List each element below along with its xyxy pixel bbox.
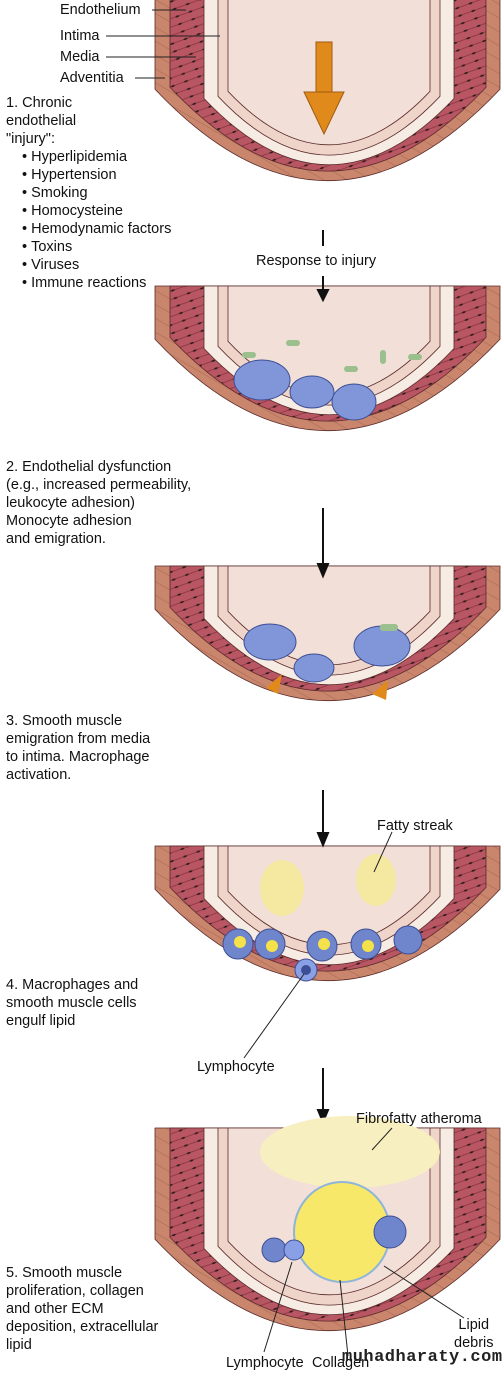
fatty-streak-label: Fatty streak [377, 818, 453, 834]
lipid-debris-label: Lipid debris [454, 1317, 494, 1351]
risk-factor-item: Homocysteine [22, 202, 226, 220]
vessel-stage-2 [154, 285, 501, 432]
collagen-label: Collagen [312, 1355, 370, 1371]
step-1-title: 1. Chronic endothelial "injury": [6, 95, 77, 147]
risk-factor-item: Hyperlipidemia [22, 148, 226, 166]
monocytes-stage2 [233, 340, 422, 421]
risk-factor-list: HyperlipidemiaHypertensionSmokingHomocys… [6, 148, 226, 292]
risk-factor-item: Smoking [22, 184, 226, 202]
response-to-injury-label: Response to injury [256, 253, 377, 269]
lymphocyte-label-5: Lymphocyte [226, 1355, 304, 1371]
step-2: 2. Endothelial dysfunction (e.g., increa… [6, 459, 192, 547]
annotation-leaders [243, 831, 465, 1357]
stage-arrows [316, 230, 330, 1125]
label-adventitia: Adventitia [60, 70, 124, 86]
label-endothelium: Endothelium [60, 2, 141, 18]
step-4: 4. Macrophages and smooth muscle cells e… [6, 977, 139, 1029]
step-3: 3. Smooth muscle emigration from media t… [6, 713, 151, 783]
layer-leader-lines [106, 9, 220, 79]
lymphocyte-label-4: Lymphocyte [197, 1059, 275, 1075]
watermark: muhadharaty.com [342, 1348, 502, 1367]
blood-flow-arrow [303, 41, 345, 136]
macrophages-stage3 [243, 623, 411, 700]
label-media: Media [60, 49, 100, 65]
risk-factor-item: Viruses [22, 256, 226, 274]
fibrofatty-atheroma-label: Fibrofatty atheroma [356, 1111, 482, 1127]
vessel-stage-3 [154, 565, 501, 702]
risk-factor-item: Hypertension [22, 166, 226, 184]
risk-factor-item: Toxins [22, 238, 226, 256]
label-intima: Intima [60, 28, 100, 44]
step-5: 5. Smooth muscle proliferation, collagen… [6, 1265, 159, 1353]
risk-factor-item: Immune reactions [22, 274, 226, 292]
atheroma-stage5 [260, 1116, 440, 1283]
foam-cells-stage4 [222, 854, 423, 982]
risk-factor-item: Hemodynamic factors [22, 220, 226, 238]
step-1: 1. Chronic endothelial "injury": Hyperli… [6, 94, 226, 292]
